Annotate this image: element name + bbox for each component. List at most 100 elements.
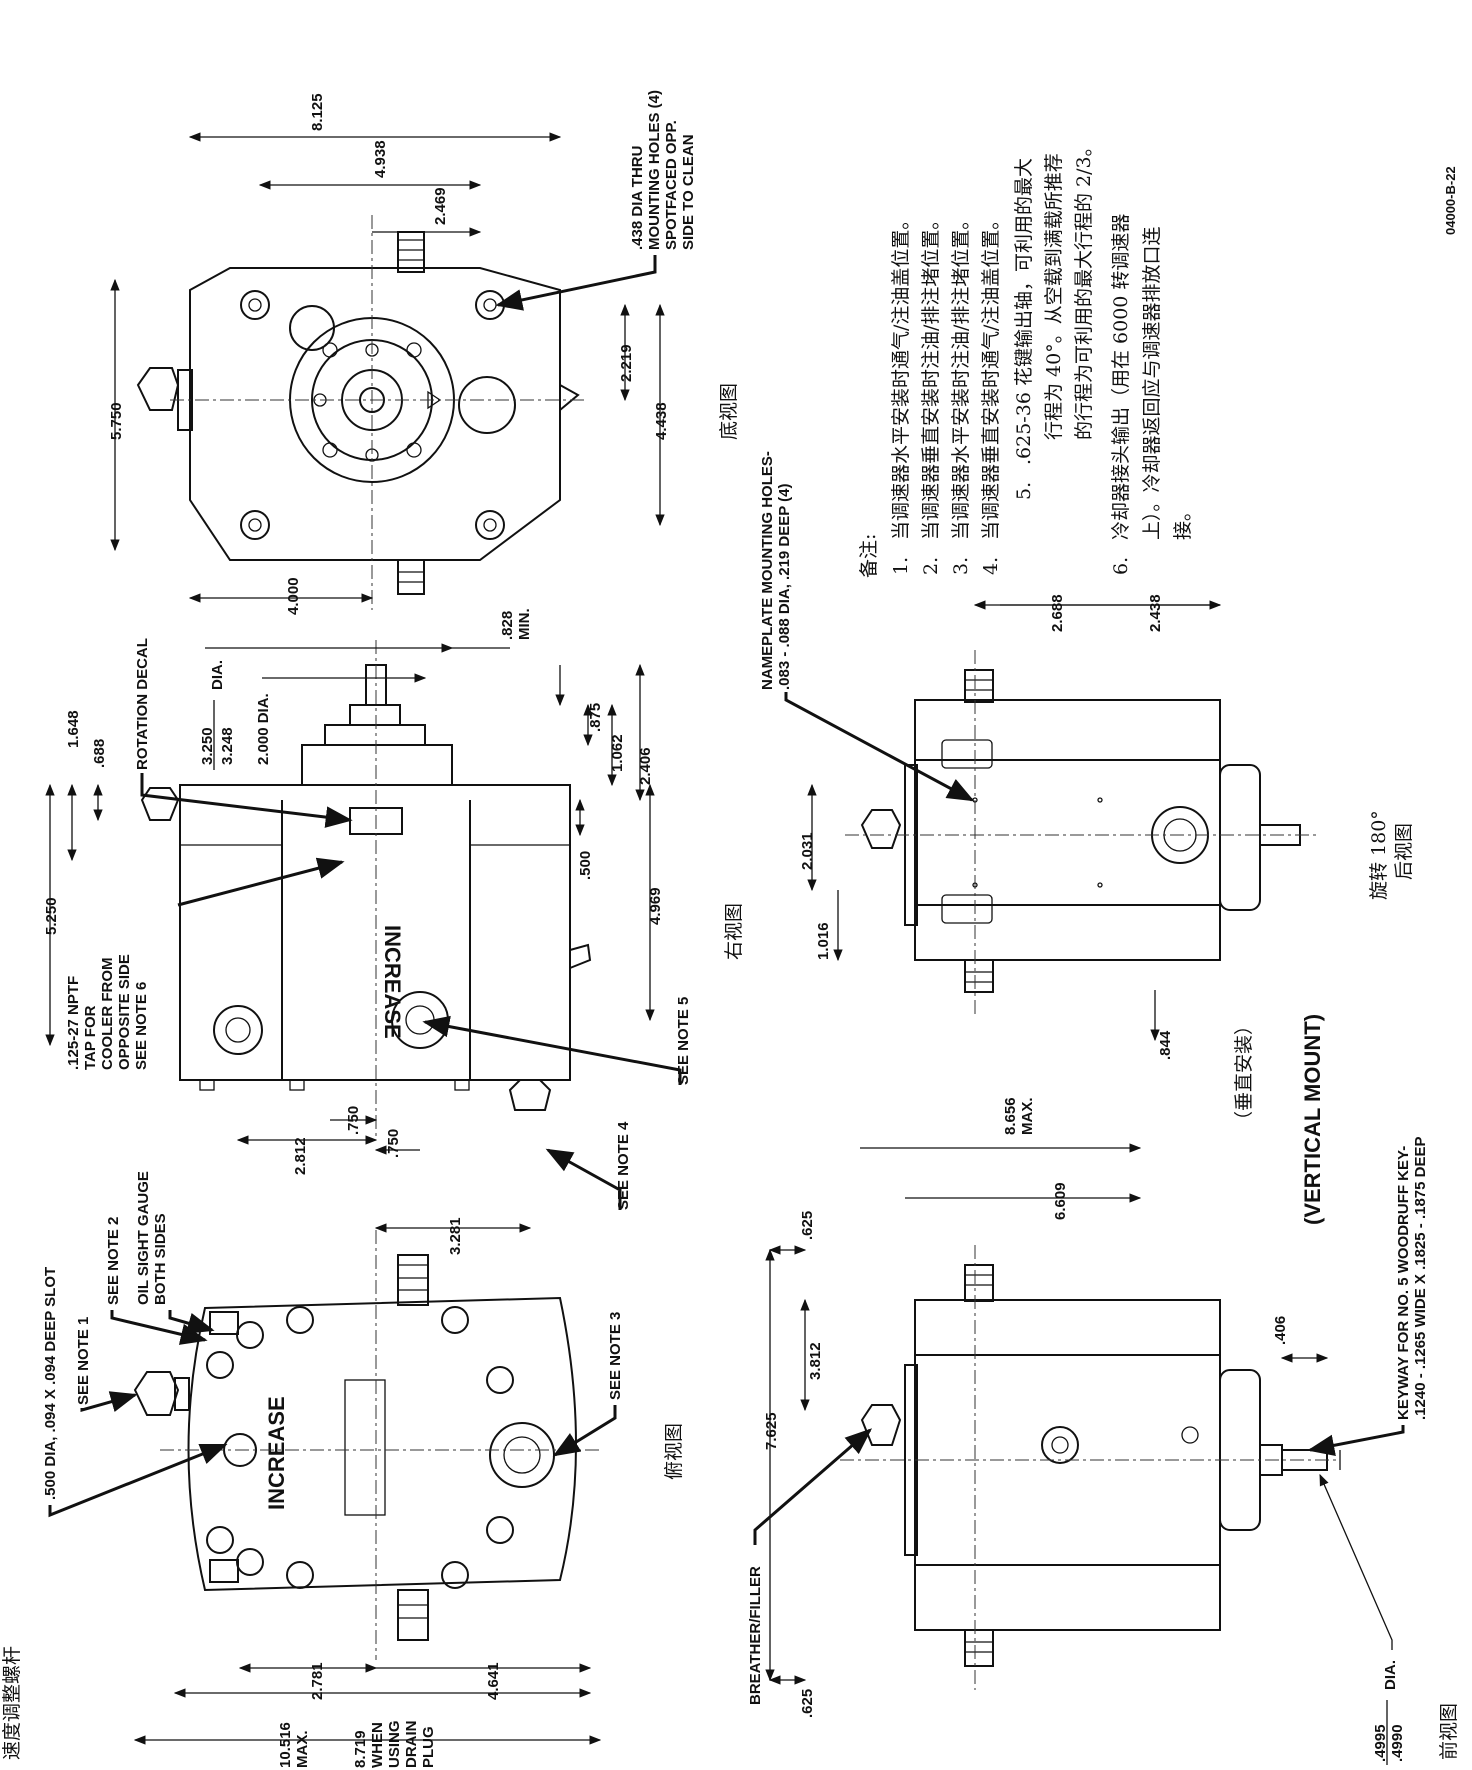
bottom-view-dimensions: 8.125 4.938 2.469 5.750 2.219 4.438 4.00… <box>108 93 670 615</box>
dim-2469: 2.469 <box>432 187 449 225</box>
notes-block: 备注: 1. 当调速器水平安装时通气/注油盖位置。 2. 当调速器垂直安装时注油… <box>858 137 1194 578</box>
dim-10516-max: MAX. <box>294 1731 311 1769</box>
dim-625b: .625 <box>799 1689 816 1718</box>
mounting-holes-line3: SPOTFACED OPP. <box>663 120 680 250</box>
svg-text:8.719WHENUSINGDRAINPLUG: 8.719WHENUSINGDRAINPLUG <box>352 1720 437 1768</box>
drain-line2: WHEN <box>369 1722 386 1768</box>
dim-1648: 1.648 <box>65 710 82 748</box>
cooler-tap-line4: OPPOSITE SIDE <box>116 954 133 1070</box>
right-view-label: 右视图 <box>723 903 745 960</box>
mounting-holes-line2: MOUNTING HOLES (4) <box>646 90 663 250</box>
shaft-dia-lower: .4990 <box>1389 1724 1406 1762</box>
dim-828: .828MIN. <box>499 608 533 640</box>
keyway-line1: KEYWAY FOR NO. 5 WOODRUFF KEY- <box>1395 1146 1412 1420</box>
dim-8125: 8.125 <box>309 93 326 131</box>
note-5-line2: 行程为 40°。从空载到满载所推荐 <box>1043 153 1065 440</box>
note-3-text: 当调速器水平安装时注油/排注堵位置。 <box>950 211 972 540</box>
right-view-callouts: ROTATION DECAL .125-27 NPTFTAP FORCOOLER… <box>65 638 692 1210</box>
dia-2000: 2.000 DIA. <box>255 693 272 765</box>
increase-label-right: INCREASE <box>380 925 405 1039</box>
breather-filler-label: BREATHER/FILLER <box>747 1566 764 1705</box>
note-2-num: 2. <box>920 557 942 575</box>
note-2-text: 当调速器垂直安装时注油/排注堵位置。 <box>920 211 942 540</box>
dim-625a: .625 <box>799 1211 816 1240</box>
drawing-id: 04000-B-22 <box>1443 166 1458 235</box>
shaft-dia-word: DIA. <box>1382 1660 1399 1690</box>
bottom-view-label: 底视图 <box>718 383 740 440</box>
dim-3281: 3.281 <box>447 1217 464 1255</box>
svg-text:10.516MAX.: 10.516MAX. <box>277 1722 311 1768</box>
dim-2688: 2.688 <box>1049 594 1066 632</box>
dim-2219: 2.219 <box>618 344 635 382</box>
dim-4000: 4.000 <box>285 577 302 615</box>
cooler-tap-line5: SEE NOTE 6 <box>133 982 150 1070</box>
oil-sight-line1: OIL SIGHT GAUGE <box>135 1171 152 1305</box>
speed-adjust-label: 速度调整螺杆 <box>1 1646 23 1760</box>
rear-view <box>845 650 1320 1015</box>
mounting-holes-callout: .438 DIA THRUMOUNTING HOLES (4)SPOTFACED… <box>495 90 697 311</box>
dim-2031: 2.031 <box>799 832 816 870</box>
dim-406: .406 <box>1272 1316 1289 1345</box>
dim-500: .500 <box>577 851 594 880</box>
dim-844: .844 <box>1157 1030 1174 1060</box>
increase-label-top: INCREASE <box>264 1396 289 1510</box>
dim-750b: .750 <box>385 1129 402 1158</box>
see-note-1: SEE NOTE 1 <box>75 1317 92 1405</box>
note-3-num: 3. <box>950 557 972 575</box>
drain-line4: DRAIN <box>403 1721 420 1769</box>
see-note-3: SEE NOTE 3 <box>607 1312 624 1400</box>
see-note-2: SEE NOTE 2 <box>105 1217 122 1305</box>
notes-heading: 备注: <box>858 534 880 578</box>
dim-875: .875 <box>587 703 604 732</box>
note-6-line2: 上）。冷却器返回应与调速器排放口连 <box>1141 226 1163 540</box>
note-4-num: 4. <box>980 557 1002 575</box>
dim-8656-max: MAX. <box>1019 1098 1036 1136</box>
dim-5750: 5.750 <box>108 402 125 440</box>
oil-sight-line2: BOTH SIDES <box>152 1213 169 1305</box>
cooler-tap-line1: .125-27 NPTF <box>65 976 82 1070</box>
right-view: INCREASE <box>140 640 592 1140</box>
dim-4938: 4.938 <box>372 140 389 178</box>
cooler-tap-line3: COOLER FROM <box>99 958 116 1071</box>
nameplate-line1: NAMEPLATE MOUNTING HOLES- <box>759 451 776 690</box>
rear-view-label: 后视图 <box>1393 823 1415 880</box>
dim-2781: 2.781 <box>309 1662 326 1700</box>
note-1-num: 1. <box>890 557 912 575</box>
front-view-callouts: BREATHER/FILLER KEYWAY FOR NO. 5 WOODRUF… <box>747 1137 1429 1706</box>
dim-3812: 3.812 <box>807 1342 824 1380</box>
rear-view-dimensions: 2.688 2.438 2.031 1.016 .844 <box>799 594 1222 1060</box>
top-view-callouts: .500 DIA, .094 X .094 DEEP SLOT SEE NOTE… <box>42 1171 624 1518</box>
dia-3248: 3.248 <box>219 727 236 765</box>
svg-text:KEYWAY FOR NO. 5 WOODRUFF KEY-: KEYWAY FOR NO. 5 WOODRUFF KEY-.1240 - .1… <box>1395 1137 1429 1421</box>
mounting-holes-line1: .438 DIA THRU <box>629 146 646 250</box>
mounting-holes-line4: SIDE TO CLEAN <box>680 134 697 250</box>
dim-10516: 10.516 <box>277 1722 294 1768</box>
note-6-num: 6. <box>1110 557 1132 575</box>
note-5-num: 5. <box>1013 482 1035 500</box>
svg-text:.438 DIA THRUMOUNTING HOLES (4: .438 DIA THRUMOUNTING HOLES (4)SPOTFACED… <box>629 90 697 250</box>
dim-688: .688 <box>91 739 108 768</box>
note-4-text: 当调速器垂直安装时通气/注油盖位置。 <box>980 211 1002 540</box>
top-view-label: 俯视图 <box>663 1423 685 1480</box>
dim-7625: 7.625 <box>763 1412 780 1450</box>
front-view <box>840 1245 1340 1690</box>
front-view-label: 前视图 <box>1438 1703 1460 1760</box>
nameplate-line2: .083 - .088 DIA, .219 DEEP (4) <box>776 484 793 691</box>
vertical-mount-zh: （垂直安装） <box>1233 1016 1255 1130</box>
bottom-view <box>136 215 585 610</box>
vertical-mount-en: (VERTICAL MOUNT) <box>1300 1014 1325 1225</box>
nameplate-callout: NAMEPLATE MOUNTING HOLES-.083 - .088 DIA… <box>759 451 975 802</box>
rear-view-rotate-label: 旋转 180° <box>1368 810 1390 900</box>
note-6-line1: 冷却器接头输出（用在 6000 转调速器 <box>1110 214 1132 540</box>
drain-line3: USING <box>386 1720 403 1768</box>
dim-2438: 2.438 <box>1147 594 1164 632</box>
cooler-tap-line2: TAP FOR <box>82 1005 99 1070</box>
dim-6609: 6.609 <box>1052 1182 1069 1220</box>
see-note-5: SEE NOTE 5 <box>675 997 692 1085</box>
slot-callout: .500 DIA, .094 X .094 DEEP SLOT <box>42 1267 59 1500</box>
drain-line5: PLUG <box>420 1726 437 1768</box>
note-6-line3: 接。 <box>1172 502 1194 540</box>
dim-5250: 5.250 <box>43 897 60 935</box>
dim-4641: 4.641 <box>485 1662 502 1700</box>
